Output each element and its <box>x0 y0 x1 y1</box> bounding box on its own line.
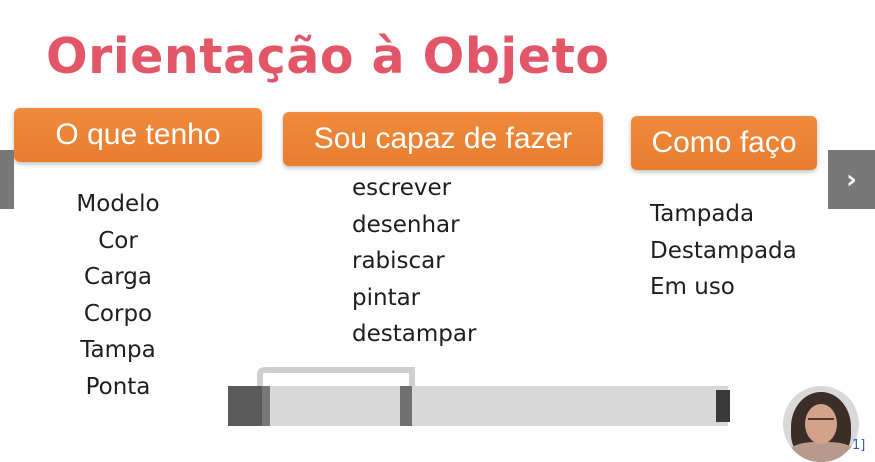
corner-marker-text: 1] <box>852 438 866 453</box>
list-item: destampar <box>352 321 477 347</box>
column-header-what-i-have: O que tenho <box>14 108 262 162</box>
list-item: Tampada <box>650 201 755 227</box>
webcam-face <box>805 404 837 444</box>
webcam-glasses <box>808 418 834 426</box>
presenter-webcam <box>783 386 859 462</box>
pen-tip <box>716 390 730 422</box>
list-item: desenhar <box>352 211 460 238</box>
list-item: Modelo <box>76 191 160 217</box>
previous-slide-button[interactable] <box>0 150 14 209</box>
list-item: Destampada <box>650 237 797 264</box>
column-header-what-i-can-do: Sou capaz de fazer <box>283 112 603 166</box>
list-item: Cor <box>98 227 138 254</box>
webcam-body <box>787 442 857 462</box>
states-list: Tampada Destampada Em uso <box>650 196 797 306</box>
list-item: rabiscar <box>352 248 445 274</box>
next-slide-button[interactable]: › <box>828 150 875 209</box>
list-item: Tampa <box>80 337 156 363</box>
pen-band <box>400 386 412 426</box>
list-item: Corpo <box>83 300 153 327</box>
list-item: Carga <box>84 264 152 290</box>
methods-list: escrever desenhar rabiscar pintar destam… <box>352 170 476 353</box>
marker-pen-illustration <box>228 367 730 426</box>
list-item: Ponta <box>85 373 151 400</box>
list-item: escrever <box>352 175 452 201</box>
pen-ring <box>262 386 270 426</box>
pen-clip <box>257 367 415 386</box>
column-header-how-i-do: Como faço <box>631 116 817 170</box>
pen-barrel <box>228 386 728 426</box>
chevron-right-icon: › <box>846 164 857 195</box>
slide-title: Orientação à Objeto <box>46 28 610 85</box>
attributes-list: Modelo Cor Carga Corpo Tampa Ponta <box>50 186 186 405</box>
list-item: pintar <box>352 284 421 311</box>
list-item: Em uso <box>650 274 735 300</box>
